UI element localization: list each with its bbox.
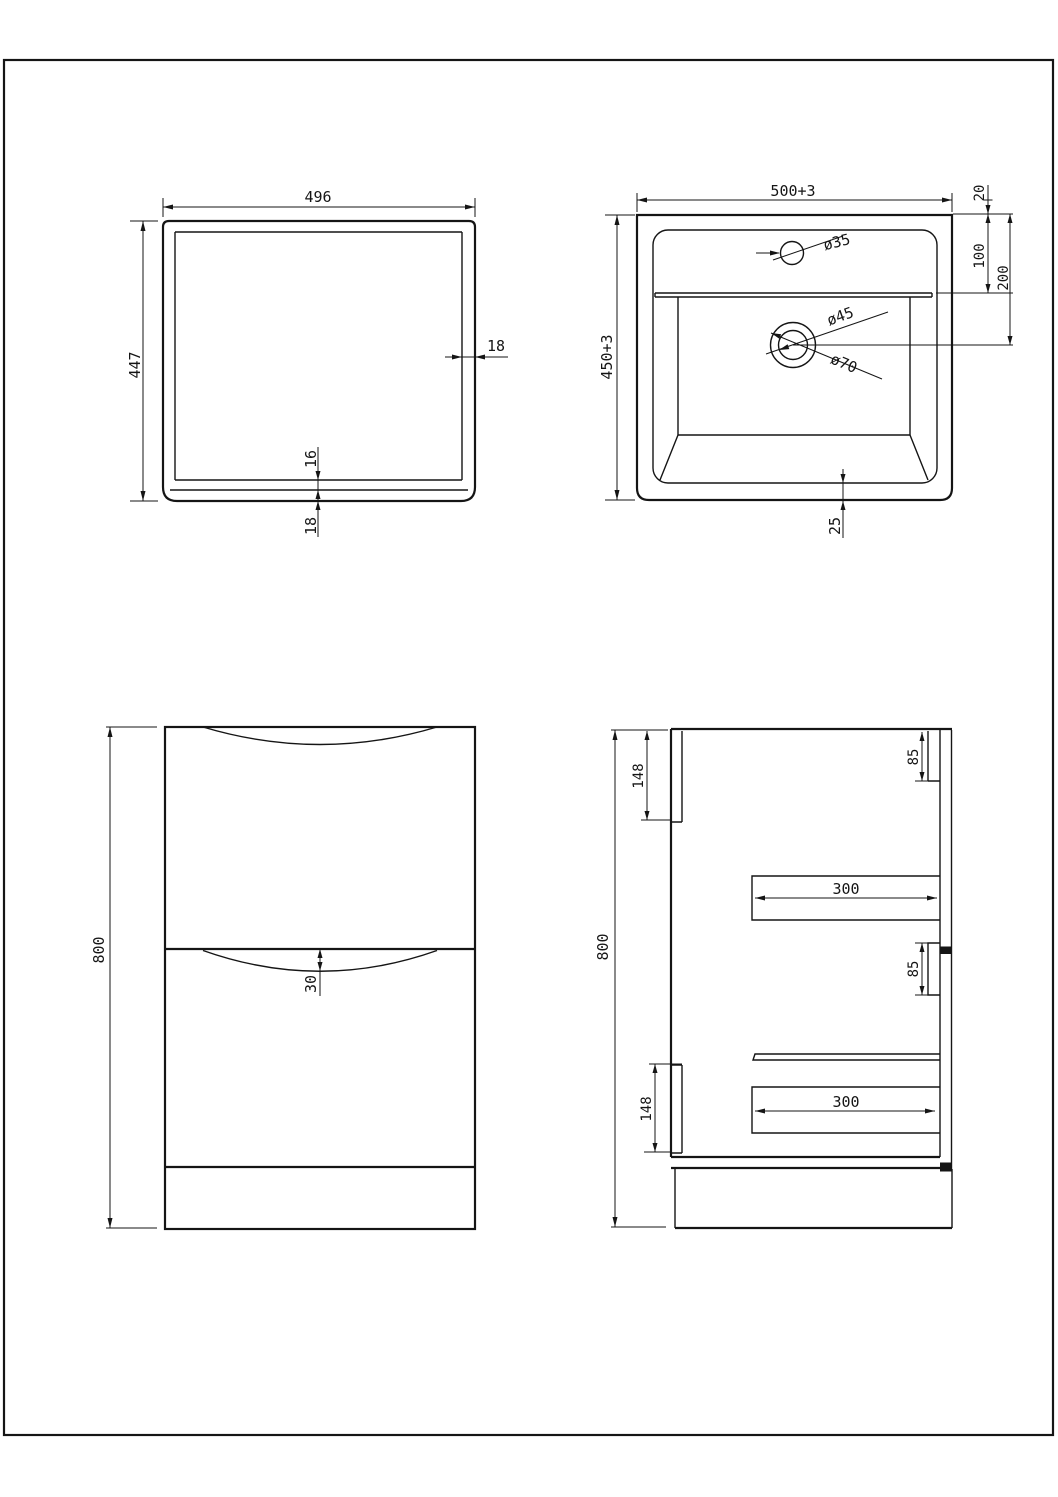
- basin-front-outline: [161, 219, 477, 503]
- label-drain-outer-dia: ø70: [828, 350, 860, 377]
- basin-front-view: 496 447 18 16 18: [126, 188, 508, 537]
- bottom-runner-board: [751, 1086, 940, 1134]
- back-panel-joint: [940, 946, 952, 954]
- dim-sink-back-gap: 20: [972, 185, 988, 202]
- dim-top-rail: 85: [906, 749, 922, 766]
- dim-bottom-runner: 300: [832, 1093, 859, 1111]
- label-drain-inner-dia: ø45: [824, 303, 856, 329]
- top-drawer-front-profile: [671, 731, 683, 823]
- vanity-front-view: 800 30: [90, 725, 477, 1231]
- dim-sink-drain-offset: 200: [996, 265, 1012, 290]
- drain-outer-leader: [770, 332, 883, 380]
- vanity-front-outline: [163, 725, 477, 1231]
- label-faucet-hole-dia: ø35: [821, 230, 852, 254]
- top-back-rail: [927, 731, 940, 782]
- dim-top-drawer-height: 148: [631, 763, 647, 788]
- dim-handle-recess: 30: [302, 975, 320, 993]
- dim-sink-base-height: 25: [826, 517, 844, 535]
- dim-vanity-height-front: 800: [90, 936, 108, 963]
- sink-rim: [652, 229, 938, 484]
- dim-basin-inner-base: 16: [302, 450, 320, 468]
- basin-plan-view: ø35 ø45 ø70 500+3 450+3 20 100 200: [598, 182, 1013, 538]
- top-drawer-handle-curve: [202, 726, 438, 746]
- dim-mid-rail: 85: [906, 961, 922, 978]
- dim-top-runner: 300: [832, 880, 859, 898]
- thin-shelf: [752, 1053, 940, 1061]
- mid-back-rail: [927, 942, 940, 996]
- dim-vanity-height-side: 800: [594, 933, 612, 960]
- dim-bottom-drawer-height: 148: [639, 1096, 655, 1121]
- sheet-border: [2, 58, 1055, 1437]
- faucet-hole: [779, 240, 805, 266]
- dim-sink-ledge-depth: 100: [972, 243, 988, 268]
- dim-sink-width: 500+3: [770, 182, 815, 200]
- vanity-side-view: 800 148 148 85 85 300 300: [594, 727, 953, 1230]
- basin-bottom-slope: [659, 434, 929, 481]
- bottom-drawer-front-profile: [671, 1064, 683, 1154]
- sink-ledge: [654, 292, 933, 298]
- dim-basin-height: 447: [126, 351, 144, 378]
- dim-sink-depth: 450+3: [598, 334, 616, 379]
- dim-basin-outer-base: 18: [302, 517, 320, 535]
- top-runner-board: [751, 875, 940, 921]
- bottom-back-joint: [940, 1162, 952, 1172]
- dim-basin-width: 496: [304, 188, 331, 206]
- dim-basin-wall-thickness: 18: [487, 337, 505, 355]
- sink-outer-outline: [635, 213, 954, 502]
- basin-walls: [677, 297, 911, 436]
